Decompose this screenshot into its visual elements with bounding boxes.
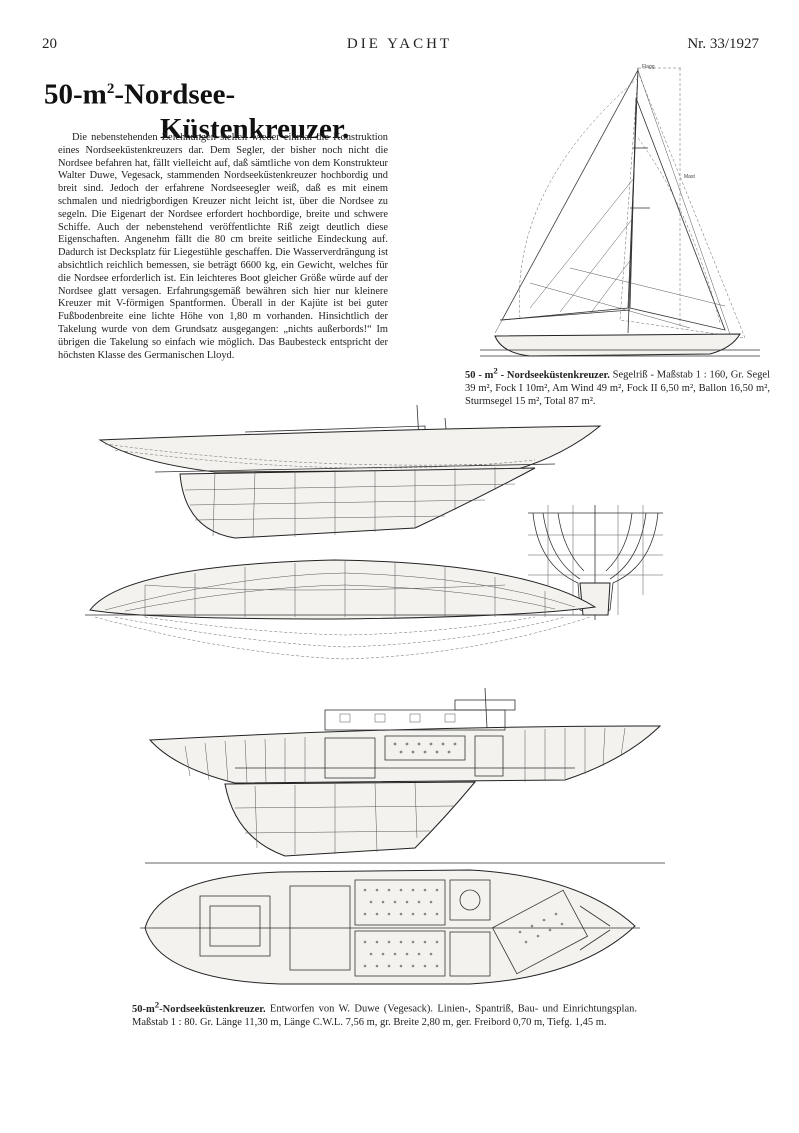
caption-superscript: 2 bbox=[154, 999, 160, 1009]
sail-plan-caption: 50 - m2 - Nordseeküstenkreuzer. Segelriß… bbox=[465, 364, 770, 408]
plans-caption: 50-m2-Nordseeküstenkreuzer. Entworfen vo… bbox=[132, 998, 637, 1029]
accommodation-plan-drawing bbox=[140, 869, 640, 985]
title-part: 50-m bbox=[44, 78, 107, 111]
caption-bold: 50-m bbox=[132, 1003, 155, 1015]
svg-text:Flagg: Flagg bbox=[642, 64, 655, 70]
body-plan-drawing bbox=[528, 505, 663, 620]
running-title: DIE YACHT bbox=[346, 36, 453, 52]
hull-profile-drawing bbox=[98, 404, 602, 539]
caption-bold: - Nordseeküstenkreuzer. bbox=[497, 369, 610, 381]
article-title: 50-m2-Nordsee- Küstenkreuzer. bbox=[44, 72, 384, 146]
title-line-2: Küstenkreuzer. bbox=[160, 112, 350, 145]
caption-superscript: 2 bbox=[493, 365, 498, 375]
construction-plan-drawing bbox=[145, 688, 665, 864]
article-body: Die nebenstehenden Zeichnungen stellen w… bbox=[58, 132, 388, 361]
caption-text: Segelriß - Maßstab 1 : 160, Gr. Segel 39… bbox=[465, 369, 770, 407]
title-part: -Nordsee- bbox=[114, 78, 236, 111]
svg-text:Mast: Mast bbox=[684, 174, 695, 180]
page-number: 20 bbox=[42, 36, 57, 52]
caption-text: Entworfen von W. Duwe (Vegesack). Linien… bbox=[132, 1003, 637, 1028]
title-superscript: 2 bbox=[106, 81, 115, 97]
caption-bold: 50 - m bbox=[465, 369, 494, 381]
half-breadth-drawing bbox=[85, 559, 605, 660]
caption-bold: -Nordseeküstenkreuzer. bbox=[159, 1003, 266, 1015]
sail-plan-drawing: Flagg Mast bbox=[470, 58, 770, 363]
issue-number: Nr. 33/1927 bbox=[687, 36, 759, 52]
